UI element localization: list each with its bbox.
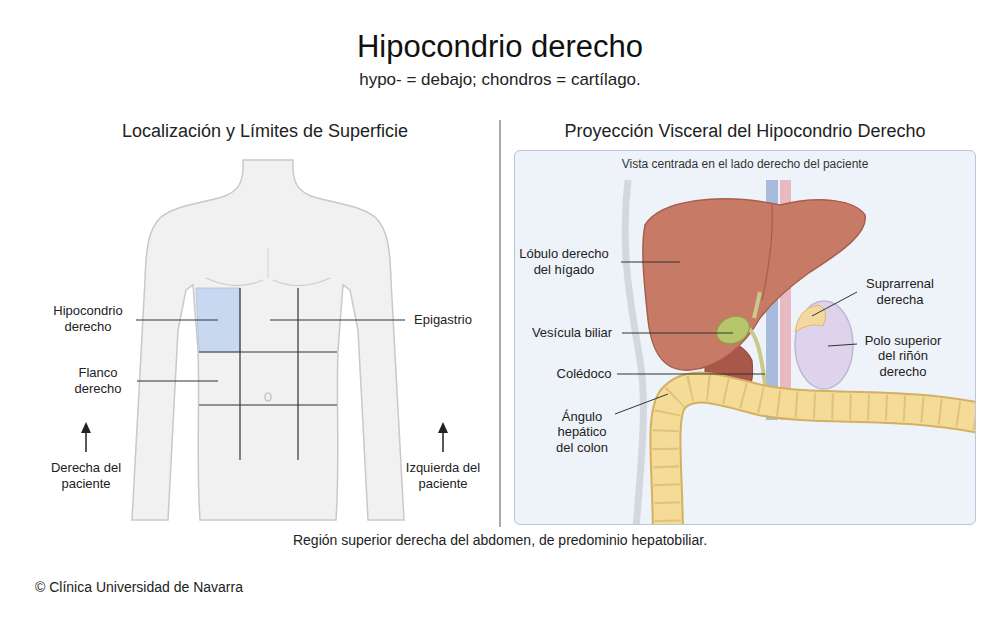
leader-line [136, 320, 218, 321]
panel-divider [500, 120, 501, 527]
hepatic-duct [754, 292, 760, 318]
caption: Región superior derecha del abdomen, de … [180, 532, 820, 549]
torso-outline [132, 160, 404, 520]
leader-line [270, 320, 405, 321]
side-label: Izquierda del paciente [402, 460, 484, 491]
organ-label: Suprarrenal derecha [855, 276, 945, 307]
leader-line [617, 374, 765, 375]
gallbladder [712, 311, 754, 349]
adrenal-gland [795, 305, 826, 332]
title: Hipocondrio derecho [180, 28, 820, 65]
falciform-line [762, 205, 772, 300]
body-wall [625, 180, 643, 524]
direction-arrow [442, 432, 444, 452]
colon [665, 388, 975, 524]
arrow-head [438, 422, 448, 433]
region-line [239, 288, 240, 460]
sternum-line [268, 248, 269, 278]
organ-label: Lóbulo derecho del hígado [511, 246, 617, 277]
view-note: Vista centrada en el lado derecho del pa… [515, 157, 975, 171]
leader-line [615, 394, 668, 414]
subtitle: hypo- = debajo; chondros = cartílago. [220, 70, 780, 90]
organ-label: Polo superior del riñón derecho [857, 333, 949, 380]
pectoral-line [206, 278, 263, 286]
organ-label: Colédoco [544, 366, 624, 382]
copyright: © Clínica Universidad de Navarra [35, 579, 335, 596]
colon-haustra [665, 388, 975, 524]
panel-ground [514, 150, 976, 525]
region-line [199, 351, 337, 352]
region-label: Flanco derecho [62, 365, 134, 396]
arrow-head [81, 422, 91, 433]
direction-arrow [85, 432, 87, 452]
leader-line [622, 333, 733, 334]
leader-line [812, 292, 857, 316]
liver [643, 199, 865, 370]
region-label: Epigastrio [398, 312, 488, 328]
colon-outline [665, 388, 975, 524]
leader-line [621, 262, 680, 263]
panel-heading: Localización y Límites de Superficie [55, 121, 475, 143]
viscera-illustration [625, 180, 975, 524]
navel [265, 393, 271, 401]
view-panel: Proyección Visceral del Hipocondrio Dere… [514, 150, 976, 525]
leader-line [828, 344, 857, 346]
side-label: Derecha del paciente [47, 460, 125, 491]
panel-heading: Proyección Visceral del Hipocondrio Dere… [515, 121, 975, 143]
leader-line [137, 381, 218, 382]
region-label: Hipocondrio derecho [40, 303, 136, 334]
region-line [297, 288, 298, 460]
organ-label: Ángulo hepático del colon [549, 409, 615, 456]
organ-label: Vesícula biliar [517, 325, 627, 341]
region-line [199, 404, 337, 405]
pectoral-line [273, 278, 330, 286]
